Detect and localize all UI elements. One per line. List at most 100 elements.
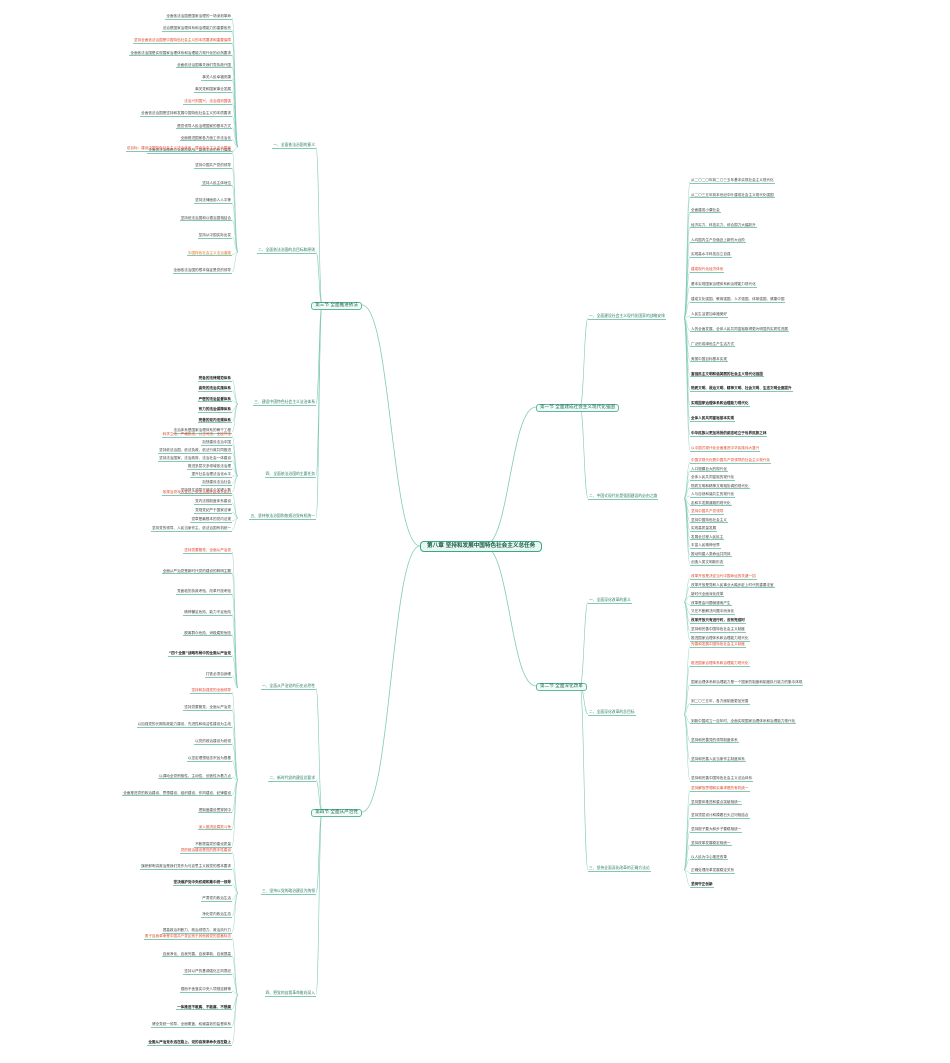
leaf-node[interactable]: 全面建成小康社会 [690, 207, 721, 214]
leaf-node[interactable]: 坚持党要管党、全面从严治党 [183, 705, 232, 711]
root-topic[interactable]: 第八章 坚持和发展中国特色社会主义总任务 [420, 541, 543, 552]
leaf-node[interactable]: 高效的法治实施体系 [197, 386, 232, 392]
leaf-node[interactable]: 推进国家治理体系和治理能力现代化 [690, 636, 750, 642]
leaf-node[interactable]: 坚持依法治国、依法执政、依法行政共同推进 [158, 448, 232, 454]
leaf-node[interactable]: 一体推进不敢腐、不能腐、不想腐 [176, 1004, 232, 1011]
leaf-node[interactable]: 全面依法治国是国家治理的一场深刻革命 [165, 14, 232, 20]
leaf-node[interactable]: 改革是由问题倒逼而产生 [690, 600, 732, 607]
leaf-node[interactable]: 以加强党的长期执政能力建设、先进性和纯洁性建设为主线 [136, 722, 232, 728]
leaf-node[interactable]: 完备的法律规范体系 [197, 376, 232, 382]
branch-topic[interactable]: 第二节 全面深化改革 [536, 683, 587, 691]
leaf-node[interactable]: 事关党和国家事业发展 [194, 87, 232, 93]
leaf-node[interactable]: 人口规模巨大的现代化 [690, 466, 728, 473]
branch-topic[interactable]: 第三节 全面推进依法 [311, 302, 362, 310]
leaf-node[interactable]: 经济实力、科技实力、综合国力大幅跃升 [690, 222, 757, 229]
leaf-node[interactable]: 提升社会治理法治化水平 [190, 472, 232, 478]
sub-topic[interactable]: 四、把党的自我革命推向深入 [264, 990, 316, 997]
leaf-node[interactable]: 建成现代化经济体系 [690, 267, 725, 273]
sub-topic[interactable]: 一、全面从严治党的历史必然性 [260, 683, 316, 690]
leaf-node[interactable]: 丰富人民精神世界 [690, 543, 721, 549]
leaf-node[interactable]: 正确处理改革发展稳定关系 [690, 868, 736, 874]
leaf-node[interactable]: 坚持党的领导、人民当家作主、依法治国有机统一 [150, 526, 232, 532]
leaf-node[interactable]: 事关人民幸福安康 [201, 74, 232, 81]
leaf-node[interactable]: 到新中国成立一百年时，全面实现国家治理体系和治理能力现代化 [690, 718, 797, 725]
leaf-node[interactable]: 坚持和完善党的领导制度体系 [690, 737, 739, 744]
leaf-node[interactable]: 实现国家治理体系和治理能力现代化 [690, 401, 750, 407]
leaf-node[interactable]: 富强民主文明和谐美丽的社会主义现代化强国 [690, 371, 764, 378]
leaf-node[interactable]: 加快建设法治中国 [201, 440, 232, 446]
sub-topic[interactable]: 四、全面依法治国的主要任务 [264, 471, 316, 478]
leaf-node[interactable]: 坚持中国共产党的领导 [194, 163, 232, 170]
leaf-node[interactable]: 广泛形成绿色生产生活方式 [690, 341, 736, 348]
leaf-node[interactable]: 坚持依法治国和以德治国相结合 [179, 215, 232, 222]
leaf-node[interactable]: 坚持和完善人民当家作主制度体系 [690, 756, 746, 763]
leaf-node[interactable]: 勇于自我革命是中国共产党区别于其他政党的显著标志 [143, 934, 232, 940]
leaf-node[interactable]: 党章是最根本的党内法规 [190, 517, 232, 523]
leaf-node[interactable]: 全面依法治国的根本保证是党的领导 [172, 268, 232, 274]
leaf-node[interactable]: 走和平发展道路的现代化 [690, 500, 732, 507]
leaf-node[interactable]: 提高政治判断力、政治领悟力、政治执行力 [161, 928, 232, 934]
leaf-node[interactable]: 又在不断解决问题中而深化 [690, 609, 736, 616]
leaf-node[interactable]: 以人民为中心推进改革 [690, 854, 728, 861]
leaf-node[interactable]: 物质文明和精神文明相协调的现代化 [690, 483, 750, 490]
leaf-node[interactable]: 坚持从中国实际出发 [197, 233, 232, 239]
leaf-node[interactable]: 加快建设法治社会 [201, 480, 232, 486]
leaf-node[interactable]: 法治是国家治理体系和治理能力的重要依托 [161, 26, 232, 32]
leaf-node[interactable]: 创造人类文明新形态 [690, 560, 725, 566]
leaf-node[interactable]: 有力的法治保障体系 [197, 407, 232, 413]
leaf-node[interactable]: 党内法规制度体系建设 [194, 499, 232, 505]
leaf-node[interactable]: 从二〇三五年到本世纪中叶建成社会主义现代化强国 [690, 192, 775, 199]
leaf-node[interactable]: 锲而不舍落实中央八项规定精神 [179, 987, 232, 993]
leaf-node[interactable]: 坚持解放思想和实事求是的有机统一 [690, 786, 750, 792]
leaf-node[interactable]: 坚持和完善中国特色社会主义法治体系 [690, 776, 754, 782]
leaf-node[interactable]: 全面推进党的政治建设、思想建设、组织建设、作风建设、纪律建设 [122, 790, 232, 797]
leaf-node[interactable]: 人的全面发展、全体人民共同富裕取得更为明显的实质性进展 [690, 326, 790, 333]
leaf-node[interactable]: 坚持顶层设计和摸着石头过河相结合 [690, 813, 750, 820]
leaf-node[interactable]: 到二〇三五年，各方面制度更加完善 [690, 699, 750, 706]
sub-topic[interactable]: 二、新时代党的建设总要求 [268, 775, 316, 782]
leaf-node[interactable]: 坚持法治国家、法治政府、法治社会一体建设 [158, 456, 232, 462]
leaf-node[interactable]: 基本实现国家治理体系和治理能力现代化 [690, 282, 757, 288]
leaf-node[interactable]: 坚持中国共产党领导 [690, 509, 725, 515]
leaf-node[interactable]: 坚持党要管党、全面从严治党 [183, 548, 232, 554]
leaf-node[interactable]: 依规治党深入党心，依法治国才能深入民心 [161, 490, 232, 496]
leaf-node[interactable]: 中华民族以更加昂扬的姿态屹立于世界民族之林 [690, 431, 768, 437]
leaf-node[interactable]: 法治兴则国兴，法治强则国强 [183, 99, 232, 105]
leaf-node[interactable]: 精神懈怠危险、能力不足危险 [183, 610, 232, 616]
leaf-node[interactable]: 推进国家治理体系和治理能力现代化 [690, 661, 750, 667]
leaf-node[interactable]: 以坚定理想信念宗旨为根基 [186, 756, 232, 763]
sub-topic[interactable]: 二、全面深化改革的总目标 [588, 709, 636, 716]
leaf-node[interactable]: 以调动全党积极性、主动性、创造性为着力点 [158, 773, 232, 780]
leaf-node[interactable]: 完善和发展中国特色社会主义制度 [690, 642, 746, 648]
leaf-node[interactable]: 坚持改革发展稳定相统一 [690, 840, 732, 847]
leaf-node[interactable]: 全面依法治国是实现国家治理体系和治理能力现代化的必然要求 [129, 50, 232, 57]
leaf-node[interactable]: 坚持和加强党的全面领导 [190, 688, 232, 694]
leaf-node[interactable]: 严肃党内政治生活 [201, 896, 232, 902]
leaf-node[interactable]: 严密的法治监督体系 [197, 396, 232, 403]
leaf-node[interactable]: 全体人民共同富裕的现代化 [690, 475, 736, 481]
leaf-node[interactable]: 党面临的执政考验、改革开放考验 [176, 589, 232, 595]
leaf-node[interactable]: 物质文明、政治文明、精神文明、社会文明、生态文明全面提升 [690, 386, 793, 393]
leaf-node[interactable]: 坚决维护党中央权威和集中统一领导 [172, 880, 232, 886]
leaf-node[interactable]: 打铁必须自身硬 [204, 672, 232, 678]
leaf-node[interactable]: “四个全面”战略布局中的全面从严治党 [167, 651, 232, 657]
leaf-node[interactable]: 深入推进反腐败斗争 [197, 824, 232, 831]
sub-topic[interactable]: 三、建设中国特色社会主义法治体系 [253, 399, 316, 406]
leaf-node[interactable]: 从二〇二〇年到二〇三五年基本实现社会主义现代化 [690, 178, 775, 184]
leaf-node[interactable]: 改革开放是决定当代中国命运的关键一招 [690, 574, 757, 580]
leaf-node[interactable]: 全面从严治党是新时代党的建设的鲜明主题 [161, 568, 232, 575]
leaf-node[interactable]: 坚持和完善中国特色社会主义制度 [690, 627, 746, 633]
leaf-node[interactable]: 发展全过程人民民主 [690, 534, 725, 541]
sub-topic[interactable]: 二、中国式现代化是强国建设的必由之路 [588, 493, 659, 500]
leaf-node[interactable]: 不断提高党的建设质量 [194, 842, 232, 848]
leaf-node[interactable]: 全面依法治国是应对风险挑战、赢得主动的有力保障 [147, 148, 232, 154]
leaf-node[interactable]: 美丽中国目标基本实现 [690, 356, 728, 363]
leaf-node[interactable]: 是党领导人民治理国家的基本方式 [176, 123, 232, 130]
leaf-node[interactable]: 国家治理体系和治理能力是一个国家的制度和制度执行能力的集中体现 [690, 680, 804, 686]
leaf-node[interactable]: 全体人民共同富裕基本实现 [690, 416, 736, 422]
branch-topic[interactable]: 第一节 全面建成社会主义现代化强国 [536, 404, 619, 412]
leaf-node[interactable]: 推动构建人类命运共同体 [690, 551, 732, 558]
leaf-node[interactable]: 建成文化强国、教育强国、人才强国、体育强国、健康中国 [690, 297, 786, 303]
sub-topic[interactable]: 三、坚持以党的政治建设为统领 [260, 888, 316, 895]
leaf-node[interactable]: 改革开放是党和人民事业大踏步赶上时代的重要法宝 [690, 582, 775, 589]
